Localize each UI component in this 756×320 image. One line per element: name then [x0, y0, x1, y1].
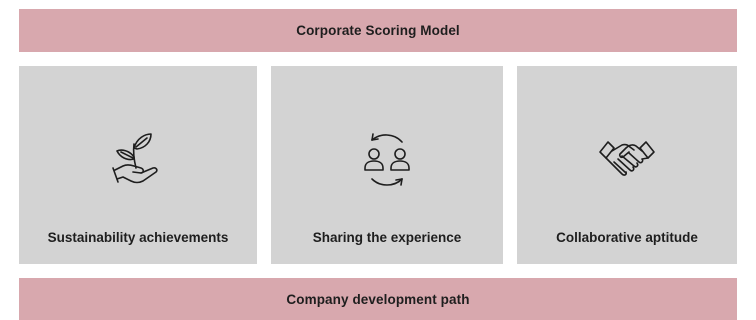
card-collaborative-aptitude: Collaborative aptitude [517, 66, 737, 264]
header-banner: Corporate Scoring Model [19, 9, 737, 52]
footer-banner: Company development path [19, 278, 737, 320]
card-sharing-experience: Sharing the experience [271, 66, 503, 264]
handshake-icon [592, 124, 662, 194]
card-label: Sustainability achievements [47, 230, 229, 245]
people-exchange-icon [352, 124, 422, 194]
card-label: Sharing the experience [312, 230, 462, 245]
card-label: Collaborative aptitude [556, 230, 698, 245]
card-sustainability: Sustainability achievements [19, 66, 257, 264]
header-title: Corporate Scoring Model [296, 23, 460, 38]
plant-in-hand-icon [103, 124, 173, 194]
footer-title: Company development path [286, 291, 470, 307]
